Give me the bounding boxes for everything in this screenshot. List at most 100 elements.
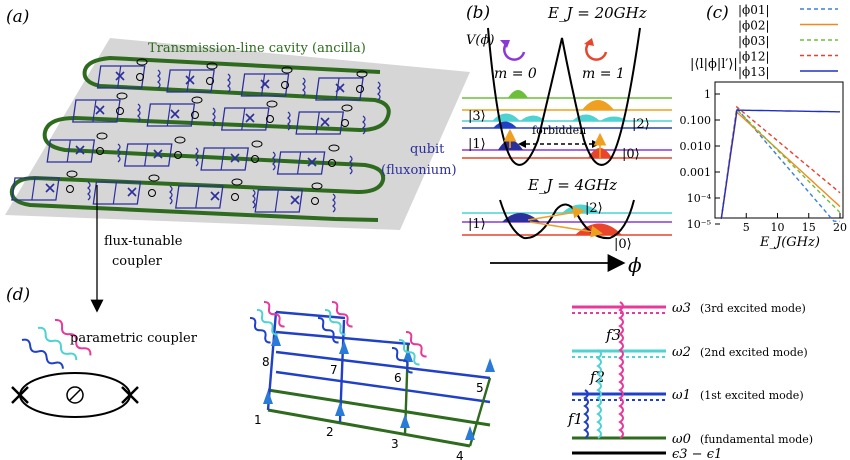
- qubit-label-fluxonium: (fluxonium): [381, 163, 457, 178]
- drive-wave: [331, 300, 353, 328]
- drive-wave: [249, 316, 271, 344]
- qubit-cell: [254, 182, 336, 213]
- state-2-label: |2⟩: [632, 117, 650, 132]
- curve-2: [720, 110, 841, 219]
- ej-bottom-label: E_J = 4GHz: [527, 176, 617, 194]
- lattice-edge: [267, 408, 471, 448]
- rotation-arrow-m0: [500, 40, 526, 61]
- panel-c-xlabel: E_J(GHz): [759, 235, 820, 250]
- state-0-label: |0⟩: [622, 147, 640, 162]
- qubit-cell: [146, 96, 216, 127]
- x-tick-label: 15: [802, 221, 816, 234]
- y-tick-label: 10⁻⁵: [687, 218, 711, 231]
- y-tick-label: 0.001: [680, 166, 712, 179]
- qubit-cell: [200, 140, 276, 171]
- legend-entry: |ϕ02|: [738, 19, 838, 33]
- wavefunctions-bottom: [502, 204, 622, 235]
- qubit-cell: [11, 170, 91, 201]
- lattice-edge: [267, 388, 491, 427]
- panel-b: (b) E_J = 20GHz V(ϕ): [462, 3, 672, 277]
- legend-label: |ϕ02|: [738, 19, 770, 33]
- drive-frequency-label: f1: [567, 410, 583, 428]
- mode-level-description: (fundamental mode): [700, 433, 813, 446]
- transition-wave: [583, 389, 589, 439]
- qubit-cell: [96, 58, 161, 89]
- panel-c-ylabel: |⟨l|ϕ|l′⟩|: [690, 57, 738, 72]
- m1-label: m = 1: [582, 66, 625, 82]
- y-tick-label: 0.100: [680, 114, 712, 127]
- node-label: 3: [391, 437, 399, 451]
- node-label: 5: [476, 381, 484, 395]
- state-0b-label: |0⟩: [614, 237, 632, 252]
- mode-level-symbol: ω1: [672, 388, 691, 403]
- panel-a-label: (a): [6, 7, 29, 27]
- qubit-cell: [72, 92, 141, 123]
- state-2b-label: |2⟩: [585, 201, 603, 216]
- transition-arrows-top: [503, 128, 607, 158]
- legend-label: |ϕ13|: [738, 65, 770, 79]
- panel-a: (a) Transmission-line cavity (ancilla) q…: [5, 7, 470, 313]
- lattice-edge: [275, 350, 491, 380]
- qubit-cell: [315, 70, 381, 101]
- state-1b-label: |1⟩: [468, 217, 486, 232]
- drive-wave: [324, 308, 346, 336]
- x-tick-label: 20: [833, 221, 847, 234]
- drive-wave: [398, 338, 420, 366]
- curve-3: [720, 108, 841, 219]
- forbidden-arrow: [518, 140, 600, 148]
- legend-entry: |ϕ13|: [738, 65, 838, 79]
- curves: [720, 105, 841, 223]
- drive-wave: [405, 330, 427, 358]
- coupler-label-line2: coupler: [112, 254, 163, 269]
- node-label: 1: [254, 413, 262, 427]
- lattice-edge: [468, 377, 492, 447]
- drive-wave: [391, 346, 413, 374]
- mode-level-symbol: ω2: [672, 345, 691, 360]
- qubit-label: qubit: [410, 142, 445, 157]
- drive-frequency-label: f2: [589, 368, 605, 386]
- parametric-coupler-label: parametric coupler: [70, 331, 198, 346]
- mode-level-symbol: ϵ3 − ϵ1: [672, 447, 722, 460]
- mode-level-symbol: ω0: [672, 432, 691, 447]
- mode-level-description: (3rd excited mode): [700, 302, 806, 315]
- panel-d-label: (d): [6, 285, 30, 305]
- qubit-cell: [46, 132, 121, 163]
- node-arrow: [335, 402, 345, 416]
- node-arrow: [403, 348, 413, 362]
- transition-wave: [596, 349, 602, 439]
- ej-top-label: E_J = 20GHz: [547, 4, 647, 22]
- energy-levels-bottom: [462, 212, 672, 236]
- qubit-cell: [175, 178, 256, 209]
- node-arrow: [485, 358, 495, 372]
- node-label: 6: [394, 371, 402, 385]
- mode-level-symbol: ω3: [672, 301, 691, 316]
- node-arrow: [339, 340, 349, 354]
- node-arrow: [400, 414, 410, 428]
- panel-c-label: (c): [706, 3, 729, 23]
- qubit-cell: [240, 66, 306, 97]
- x-tick-label: 10: [771, 221, 785, 234]
- node-label: 8: [262, 355, 270, 369]
- coupler-label-line1: flux-tunable: [104, 234, 183, 249]
- mode-levels: ω3(3rd excited mode)ω2(2nd excited mode)…: [567, 301, 813, 460]
- lattice-edge: [275, 370, 491, 404]
- qubit-cell: [220, 100, 291, 131]
- panel-c: (c) |⟨l|ϕ|l′⟩| |ϕ01||ϕ02||ϕ03||ϕ12||ϕ13|…: [680, 3, 848, 250]
- chip-plane: [5, 38, 470, 230]
- curve-1: [720, 106, 840, 223]
- curve-5: [720, 109, 840, 219]
- qubit-array: [11, 58, 381, 213]
- drive-wave: [263, 300, 285, 328]
- drive-wave: [317, 316, 339, 344]
- state-3-label: |3⟩: [468, 109, 486, 124]
- state-1-label: |1⟩: [468, 137, 486, 152]
- curve-4: [720, 105, 841, 219]
- wavefunctions-top: [492, 90, 628, 158]
- rotation-arrow-m1: [584, 38, 608, 61]
- transition-wave: [618, 301, 624, 439]
- node-label: 2: [326, 425, 334, 439]
- qubit-cell: [166, 62, 231, 93]
